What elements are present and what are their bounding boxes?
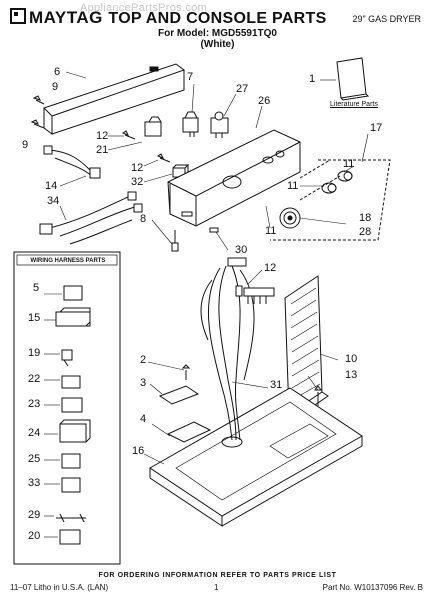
callout-12: 12 — [264, 262, 277, 274]
brand-name: MAYTAG — [29, 8, 103, 27]
callout-23: 23 — [28, 398, 41, 410]
callout-16: 16 — [132, 445, 145, 457]
callout-12: 12 — [131, 162, 144, 174]
knob-part — [337, 170, 353, 182]
callout-2: 2 — [140, 354, 147, 366]
callout-12: 12 — [96, 130, 109, 142]
literature-booklet — [336, 57, 370, 101]
wire-harness-part — [39, 191, 143, 245]
wiring-harness-box — [13, 251, 121, 565]
callout-32: 32 — [131, 176, 144, 188]
hinge-part — [166, 421, 212, 443]
clip-part — [171, 230, 179, 252]
screw-part — [156, 153, 171, 163]
callout-34: 34 — [47, 195, 60, 207]
callout-29: 29 — [28, 509, 41, 521]
console-bracket-part — [43, 63, 186, 135]
page-title: TOP AND CONSOLE PARTS — [108, 10, 327, 27]
callout-27: 27 — [236, 83, 249, 95]
page-number: 1 — [214, 583, 219, 592]
wire-harness-part — [43, 145, 101, 179]
callout-3: 3 — [140, 377, 147, 389]
callout-19: 19 — [28, 347, 41, 359]
screw-part — [121, 130, 136, 140]
callout-11: 11 — [287, 180, 299, 192]
ordering-note: FOR ORDERING INFORMATION REFER TO PARTS … — [98, 572, 337, 579]
screw-part — [181, 364, 191, 380]
callout-31: 31 — [270, 379, 283, 391]
callout-33: 33 — [28, 477, 41, 489]
callout-11: 11 — [265, 225, 277, 237]
screw-part — [32, 95, 45, 105]
callout-9: 9 — [52, 81, 59, 93]
product-type: 29" GAS DRYER — [352, 14, 421, 24]
top-panel-part — [149, 387, 363, 527]
callout-4: 4 — [140, 413, 147, 425]
print-info: 11–07 Litho in U.S.A. (LAN) — [10, 583, 109, 592]
lint-screen-part — [284, 275, 329, 419]
callout-18: 18 — [359, 212, 372, 224]
brand-mark-icon — [10, 8, 26, 24]
callout-15: 15 — [28, 312, 41, 324]
watermark-text: AppliancePartsPros.com — [80, 2, 208, 14]
switch-part — [182, 111, 199, 137]
callout-30: 30 — [235, 244, 248, 256]
callout-24: 24 — [28, 427, 41, 439]
callout-21: 21 — [96, 144, 109, 156]
switch-part — [210, 111, 229, 138]
callout-6: 6 — [54, 66, 61, 78]
callout-20: 20 — [28, 530, 41, 542]
callout-17: 17 — [370, 122, 383, 134]
part-number: Part No. W10137096 Rev. B — [322, 583, 423, 592]
wiring-harness-title: WIRING HARNESS PARTS — [30, 258, 106, 264]
callout-14: 14 — [45, 180, 58, 192]
callout-13: 13 — [345, 369, 358, 381]
callout-22: 22 — [28, 373, 41, 385]
knob-part — [321, 182, 337, 194]
callout-5: 5 — [33, 282, 40, 294]
control-console-part — [167, 129, 301, 227]
callout-1: 1 — [309, 73, 316, 85]
callout-9: 9 — [22, 139, 29, 151]
timer-knob-part — [279, 207, 301, 229]
color-line: (White) — [200, 39, 235, 50]
screw-part — [30, 119, 45, 129]
timer-part — [144, 116, 162, 137]
callout-11: 11 — [343, 158, 355, 170]
hinge-part — [158, 385, 200, 405]
callout-8: 8 — [140, 213, 147, 225]
callout-25: 25 — [28, 453, 41, 465]
callout-28: 28 — [359, 226, 372, 238]
callout-7: 7 — [187, 71, 194, 83]
callout-26: 26 — [258, 95, 271, 107]
callout-10: 10 — [345, 353, 358, 365]
literature-parts-label: Literature Parts — [330, 101, 378, 108]
model-line: For Model: MGD5591TQ0 — [158, 28, 277, 39]
brand-logo: MAYTAG — [10, 8, 103, 28]
main-wire-harness-part — [200, 257, 275, 441]
